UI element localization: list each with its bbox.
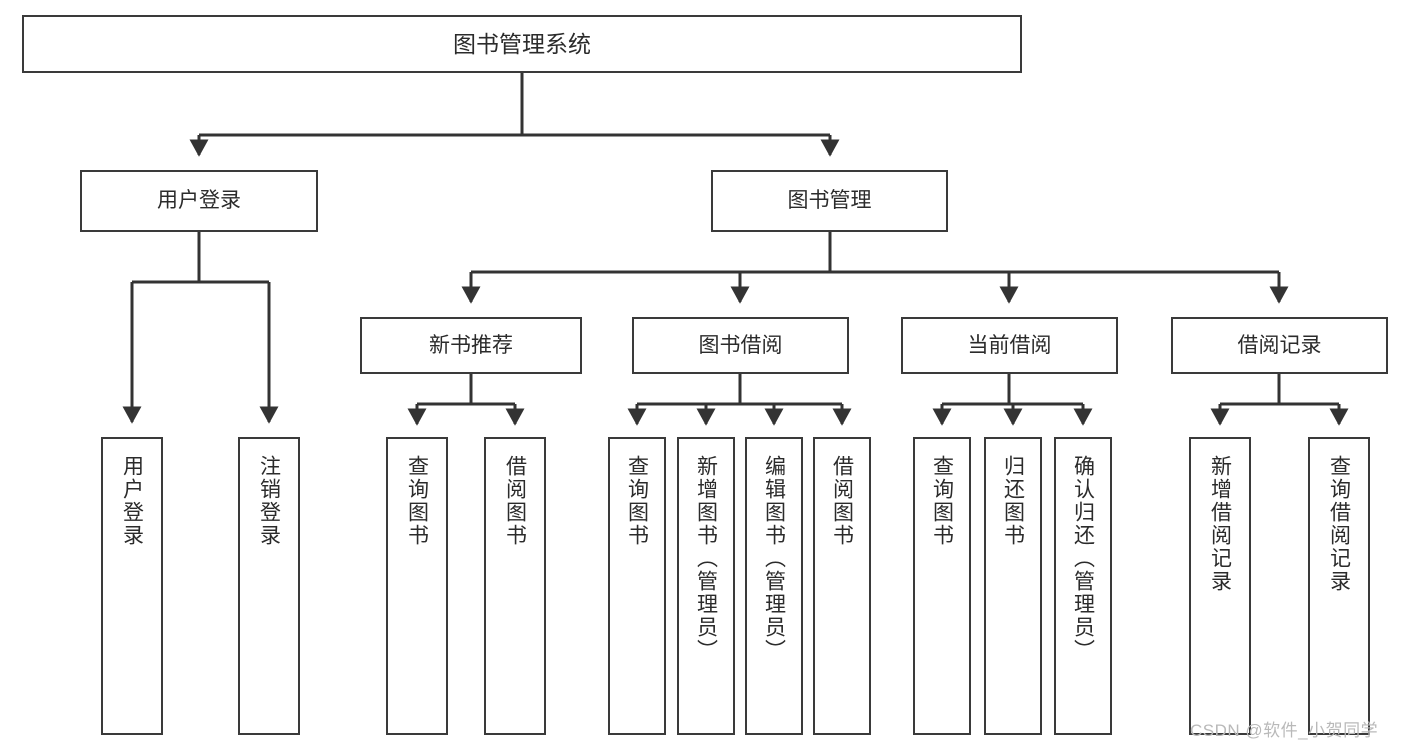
node-label: 用户登录	[120, 455, 144, 547]
node-leaf-borrow-book[interactable]: 借阅图书	[813, 437, 871, 735]
node-label: 借阅记录	[1237, 333, 1322, 357]
node-label: 查询图书	[930, 455, 954, 547]
node-leaf-query-borrow-record[interactable]: 查询借阅记录	[1308, 437, 1370, 735]
node-leaf-query-book-recommend[interactable]: 查询图书	[386, 437, 448, 735]
node-label: 新增图书（管理员）	[694, 455, 718, 662]
node-borrow-record[interactable]: 借阅记录	[1171, 317, 1388, 374]
node-leaf-add-book[interactable]: 新增图书（管理员）	[677, 437, 735, 735]
node-leaf-add-borrow-record[interactable]: 新增借阅记录	[1189, 437, 1251, 735]
node-label: 图书借阅	[698, 333, 783, 357]
node-label: 查询图书	[405, 455, 429, 547]
node-leaf-confirm-return[interactable]: 确认归还（管理员）	[1054, 437, 1112, 735]
node-label: 编辑图书（管理员）	[762, 455, 786, 662]
node-label: 图书管理系统	[453, 30, 591, 57]
node-label: 图书管理	[787, 189, 872, 213]
node-leaf-borrow-book-recommend[interactable]: 借阅图书	[484, 437, 546, 735]
node-label: 新书推荐	[429, 333, 513, 357]
node-leaf-logout[interactable]: 注销登录	[238, 437, 300, 735]
node-leaf-return-book[interactable]: 归还图书	[984, 437, 1042, 735]
csdn-watermark: CSDN @软件_小贺同学	[1190, 721, 1379, 740]
node-new-book-recommend[interactable]: 新书推荐	[360, 317, 582, 374]
node-leaf-edit-book[interactable]: 编辑图书（管理员）	[745, 437, 803, 735]
node-leaf-query-book-borrow[interactable]: 查询图书	[608, 437, 666, 735]
node-book-borrow[interactable]: 图书借阅	[632, 317, 849, 374]
node-label: 借阅图书	[830, 455, 854, 547]
node-root-system[interactable]: 图书管理系统	[22, 15, 1022, 73]
node-leaf-user-login[interactable]: 用户登录	[101, 437, 163, 735]
node-label: 归还图书	[1001, 455, 1025, 547]
node-label: 确认归还（管理员）	[1071, 455, 1095, 662]
node-label: 查询借阅记录	[1327, 455, 1351, 593]
node-current-borrow[interactable]: 当前借阅	[901, 317, 1118, 374]
node-user-login[interactable]: 用户登录	[80, 170, 318, 232]
node-leaf-query-book-current[interactable]: 查询图书	[913, 437, 971, 735]
node-label: 用户登录	[157, 189, 241, 213]
node-label: 当前借阅	[967, 333, 1052, 357]
node-label: 查询图书	[625, 455, 649, 547]
node-label: 注销登录	[257, 455, 281, 547]
node-label: 新增借阅记录	[1208, 455, 1232, 593]
node-label: 借阅图书	[503, 455, 527, 547]
node-book-management[interactable]: 图书管理	[711, 170, 948, 232]
